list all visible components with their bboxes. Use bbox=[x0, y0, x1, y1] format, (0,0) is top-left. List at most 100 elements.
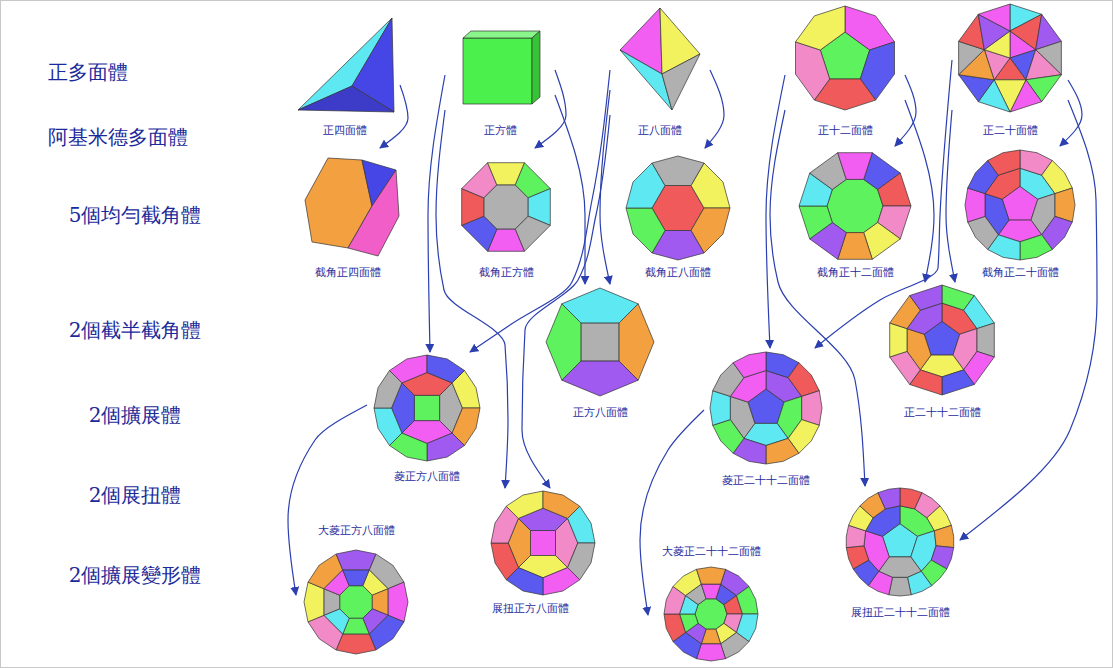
polyhedron-node: 正方八面體 bbox=[540, 284, 660, 422]
polyhedron-name: 截角正方體 bbox=[477, 266, 536, 280]
polyhedron-face bbox=[697, 644, 726, 661]
polyhedron-face bbox=[662, 54, 700, 110]
polyhedron-face bbox=[304, 582, 324, 622]
polyhedron-node: 正方體 bbox=[445, 26, 555, 140]
polyhedron-name: 菱正方八面體 bbox=[392, 470, 462, 484]
row-title: 2個展扭體 bbox=[40, 483, 230, 507]
row-title: 正多面體 bbox=[48, 60, 128, 84]
derivation-arrow bbox=[960, 100, 1097, 540]
polyhedron-face bbox=[1042, 161, 1073, 194]
row-title: 阿基米德多面體 bbox=[48, 125, 188, 149]
polyhedron-face bbox=[343, 570, 370, 586]
polyhedron-face bbox=[838, 153, 873, 180]
polyhedron-face bbox=[733, 352, 766, 378]
derivation-arrow bbox=[555, 95, 585, 284]
polyhedron-name: 正方八面體 bbox=[571, 406, 630, 420]
polyhedron-face bbox=[491, 543, 518, 580]
polyhedron-name: 大菱正二十十二面體 bbox=[660, 545, 763, 559]
polyhedron-name: 大菱正方八面體 bbox=[316, 524, 397, 538]
polyhedron-name: 截角正八面體 bbox=[643, 266, 713, 280]
row-title: 2個截半截角體 bbox=[40, 318, 230, 342]
polyhedron-face bbox=[846, 546, 868, 569]
polyhedron-face bbox=[766, 438, 799, 464]
polyhedron-face bbox=[796, 42, 830, 100]
polyhedron-face bbox=[942, 370, 974, 395]
polyhedron-face bbox=[673, 569, 701, 595]
polyhedron-name: 正方體 bbox=[482, 124, 519, 138]
polyhedron-node: 截角正四面體 bbox=[292, 148, 404, 282]
polyhedron-name: 截角正四面體 bbox=[313, 266, 383, 280]
polyhedron-face bbox=[626, 208, 665, 253]
polyhedron-face bbox=[788, 363, 819, 397]
derivation-arrow bbox=[770, 110, 865, 486]
polyhedron-face bbox=[890, 351, 921, 384]
polyhedron-face bbox=[710, 391, 730, 426]
polyhedron-name: 展扭正二十十二面體 bbox=[849, 606, 952, 620]
polyhedron-node: 正四面體 bbox=[290, 16, 400, 140]
polyhedron-face bbox=[965, 188, 985, 222]
polyhedron-face bbox=[878, 173, 911, 206]
polyhedron-name: 正二十面體 bbox=[981, 124, 1040, 138]
polyhedron-face bbox=[506, 491, 543, 518]
derivation-arrow bbox=[288, 405, 367, 595]
polyhedron-name: 正十二面體 bbox=[816, 124, 875, 138]
derivation-arrow bbox=[815, 60, 952, 348]
polyhedron-name: 菱正二十十二面體 bbox=[720, 474, 812, 488]
polyhedron-node: 菱正方八面體 bbox=[367, 352, 487, 486]
polyhedron-face bbox=[802, 391, 822, 426]
derivation-arrow bbox=[1060, 80, 1082, 146]
polyhedron-face bbox=[845, 6, 895, 50]
polyhedron-name: 截角正十二面體 bbox=[815, 266, 896, 280]
polyhedron-face bbox=[581, 323, 619, 361]
polyhedron-face bbox=[532, 31, 540, 104]
polyhedron-face bbox=[964, 296, 995, 329]
polyhedron-face bbox=[978, 4, 1010, 31]
polyhedron-face bbox=[388, 582, 408, 622]
polyhedron-face bbox=[1020, 235, 1052, 260]
polyhedron-face bbox=[664, 614, 686, 642]
polyhedron-node: 截角正二十面體 bbox=[960, 146, 1080, 282]
polyhedron-face bbox=[336, 550, 376, 570]
polyhedron-face bbox=[308, 615, 343, 650]
derivation-arrow bbox=[470, 70, 610, 352]
polyhedron-node: 菱正二十十二面體 bbox=[704, 348, 828, 490]
polyhedron-face bbox=[543, 491, 580, 518]
polyhedron-face bbox=[1055, 188, 1075, 222]
polyhedron-face bbox=[390, 355, 428, 383]
polyhedron-face bbox=[796, 6, 846, 50]
polyhedron-node: 截角正十二面體 bbox=[792, 146, 918, 282]
polyhedron-name: 展扭正方八面體 bbox=[490, 602, 571, 616]
polyhedron-face bbox=[427, 355, 465, 383]
polyhedron-node: 正二十十二面體 bbox=[882, 282, 1002, 422]
polyhedron-face bbox=[701, 584, 720, 599]
derivation-arrow bbox=[705, 70, 724, 148]
polyhedron-face bbox=[721, 633, 749, 659]
row-title: 2個擴展變形體 bbox=[40, 563, 230, 587]
polyhedron-name: 正二十十二面體 bbox=[902, 406, 983, 420]
derivation-arrow bbox=[535, 70, 566, 148]
polyhedron-face bbox=[531, 531, 556, 556]
polyhedron-face bbox=[308, 554, 343, 589]
polyhedron-face bbox=[562, 288, 638, 323]
polyhedron-face bbox=[488, 163, 525, 185]
row-title: 2個擴展體 bbox=[40, 403, 230, 427]
derivation-arrow bbox=[895, 75, 916, 146]
polyhedron-node: 展扭正方八面體 bbox=[468, 488, 592, 618]
polyhedron-face bbox=[908, 571, 932, 595]
polyhedron-node: 展扭正二十十二面體 bbox=[840, 486, 960, 622]
polyhedron-face bbox=[799, 206, 832, 239]
polyhedron-face bbox=[878, 488, 900, 509]
derivation-arrow bbox=[640, 410, 704, 615]
derivation-arrow bbox=[905, 100, 934, 282]
polyhedron-node: 截角正方體 bbox=[450, 148, 562, 282]
polyhedron-face bbox=[737, 586, 759, 614]
polyhedron-node: 大菱正二十十二面體 bbox=[648, 543, 774, 664]
polyhedron-face bbox=[463, 38, 532, 104]
polyhedron-face bbox=[348, 170, 399, 256]
polyhedron-face bbox=[463, 31, 540, 38]
polyhedron-face bbox=[934, 525, 953, 547]
row-title: 5個均勻截角體 bbox=[40, 203, 230, 227]
polyhedron-node: 正八面體 bbox=[610, 4, 710, 140]
